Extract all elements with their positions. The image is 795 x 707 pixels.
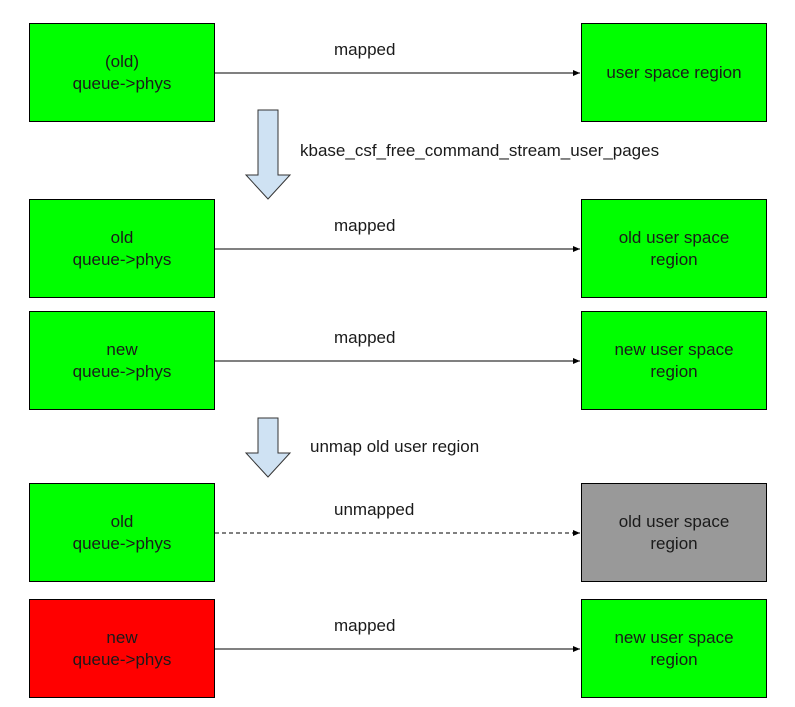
queue-phys-box-line: new (106, 627, 138, 647)
queue-phys-box-line: queue->phys (72, 361, 172, 381)
queue-phys-box-line: old (110, 511, 134, 531)
user-space-region-box-line: region (650, 361, 698, 381)
queue-phys-box-line: queue->phys (72, 249, 172, 269)
queue-phys-box-line: new (106, 339, 138, 359)
queue-phys-box: (old)queue->phys (29, 23, 215, 122)
queue-phys-box-line: (old) (104, 51, 139, 71)
user-space-region-box-line: new user space (614, 627, 734, 647)
edge-label: mapped (334, 328, 396, 347)
queue-phys-box-line: queue->phys (72, 649, 172, 669)
step-down-arrow-icon (244, 109, 292, 200)
queue-phys-box-line: queue->phys (72, 73, 172, 93)
edge-label: unmapped (334, 500, 415, 519)
user-space-region-box-line: region (650, 649, 698, 669)
user-space-region-box-line: old user space (618, 511, 730, 531)
user-space-region-box: user space region (581, 23, 767, 122)
step-down-arrow-icon (244, 417, 292, 478)
user-space-region-box-line: old user space (618, 227, 730, 247)
user-space-region-box-line: new user space (614, 339, 734, 359)
edge-label: mapped (334, 616, 396, 635)
edge-label: mapped (334, 40, 396, 59)
user-space-region-box-line: user space region (606, 62, 742, 82)
user-space-region-box-line: region (650, 249, 698, 269)
edge-label: mapped (334, 216, 396, 235)
queue-phys-box-line: queue->phys (72, 533, 172, 553)
step-label: kbase_csf_free_command_stream_user_pages (300, 141, 660, 160)
queue-phys-box-line: old (110, 227, 134, 247)
step-label: unmap old user region (310, 437, 480, 456)
user-space-region-box-line: region (650, 533, 698, 553)
